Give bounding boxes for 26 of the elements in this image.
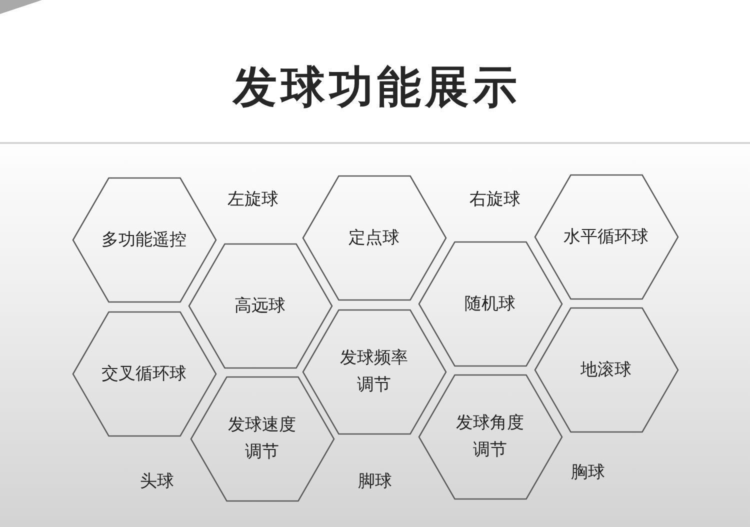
- node-label: 地滚球: [580, 358, 632, 382]
- node-label: 交叉循环球: [102, 362, 186, 386]
- hexagon-box: [302, 309, 446, 435]
- hexagon-box: [188, 243, 332, 369]
- hexagon-box: [534, 174, 678, 300]
- hexagon-box: [418, 374, 562, 500]
- node-label: 发球频率调节: [339, 347, 409, 397]
- hexagon-box: [190, 376, 334, 502]
- text-label: 头球: [140, 470, 174, 492]
- hexagon-box: [302, 175, 446, 301]
- node-label: 随机球: [464, 292, 516, 316]
- node-label: 水平循环球: [564, 226, 648, 248]
- text-label: 脚球: [358, 470, 392, 492]
- hexagon-box: [72, 177, 216, 303]
- node-label: 发球速度调节: [227, 414, 297, 464]
- node-label: 高远球: [234, 294, 286, 318]
- title: 发球功能展示: [231, 62, 521, 113]
- hexagon-box: [72, 311, 216, 437]
- node-label: 定点球: [348, 226, 400, 250]
- hexagon-box: [418, 241, 562, 367]
- text-label: 左旋球: [228, 188, 278, 210]
- hexagon-box: [534, 307, 678, 433]
- node-label: 发球角度调节: [455, 412, 525, 462]
- text-label: 胸球: [571, 462, 605, 484]
- text-label: 右旋球: [470, 188, 520, 210]
- node-label: 多功能遥控: [102, 228, 186, 252]
